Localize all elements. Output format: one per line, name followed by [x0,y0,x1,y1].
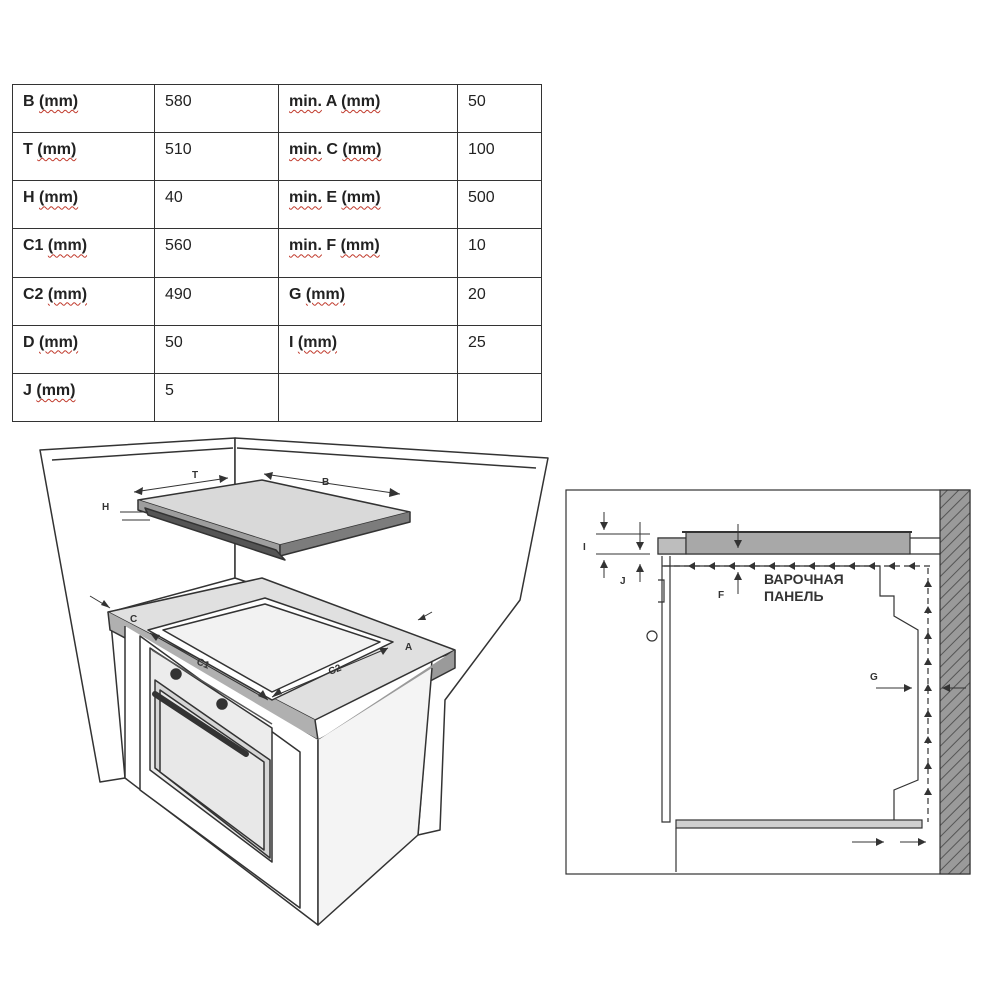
label-J: J [620,576,626,587]
param-value: 5 [154,372,279,423]
label-C1: C1 [195,657,211,672]
airflow-arrow [924,658,932,665]
airflow-arrow [848,562,855,570]
airflow-arrow [924,710,932,717]
panel-label-line2: ПАНЕЛЬ [764,588,824,604]
param-value: 580 [154,83,279,134]
label-F: F [718,590,724,601]
param-value: 490 [154,276,279,326]
label-A: A [405,642,412,653]
airflow-arrow [788,562,795,570]
airflow-arrow [924,580,932,587]
airflow-arrow [924,788,932,795]
param-name: C2 (mm) [12,276,155,326]
param-value: 10 [457,228,542,278]
airflow-arrow [924,632,932,639]
airflow-arrow [924,762,932,769]
section-cabinet [661,556,671,823]
param-name: min. C (mm) [278,132,458,182]
panel-label-line1: ВАРОЧНАЯ [764,571,844,587]
airflow-arrow [888,562,895,570]
airflow-arrow [868,562,875,570]
param-value: 20 [457,276,542,326]
airflow-arrow [708,562,715,570]
empty-cell [278,372,458,423]
param-name: min. E (mm) [278,180,458,230]
param-name: G (mm) [278,276,458,326]
airflow-arrows [688,562,932,795]
airflow-arrow [924,736,932,743]
label-B: B [322,477,329,488]
airflow-arrow [748,562,755,570]
airflow-arrow [908,562,915,570]
param-name: min. A (mm) [278,83,458,134]
airflow-arrow [768,562,775,570]
airflow-arrow [924,684,932,691]
oven-handle [152,691,249,757]
param-name: J (mm) [12,372,155,423]
label-G: G [870,672,878,683]
param-name: C1 (mm) [12,228,155,278]
label-T: T [192,470,198,481]
label-I: I [583,542,586,553]
label-C: C [130,614,137,625]
section-hob [685,531,911,555]
param-name: T (mm) [12,132,155,182]
back-wall [939,489,971,875]
label-H: H [102,502,109,513]
airflow-arrow [688,562,695,570]
param-value: 25 [457,324,542,374]
table-row: J (mm)5 [12,372,542,423]
airflow-arrow [924,606,932,613]
param-value: 500 [457,180,542,230]
label-C2: C2 [327,663,343,678]
airflow-arrow [828,562,835,570]
airflow-arrow [808,562,815,570]
param-name: B (mm) [12,83,155,134]
section-shelf [675,819,923,829]
airflow-arrow [728,562,735,570]
param-value: 50 [457,83,542,134]
empty-cell [457,372,542,423]
